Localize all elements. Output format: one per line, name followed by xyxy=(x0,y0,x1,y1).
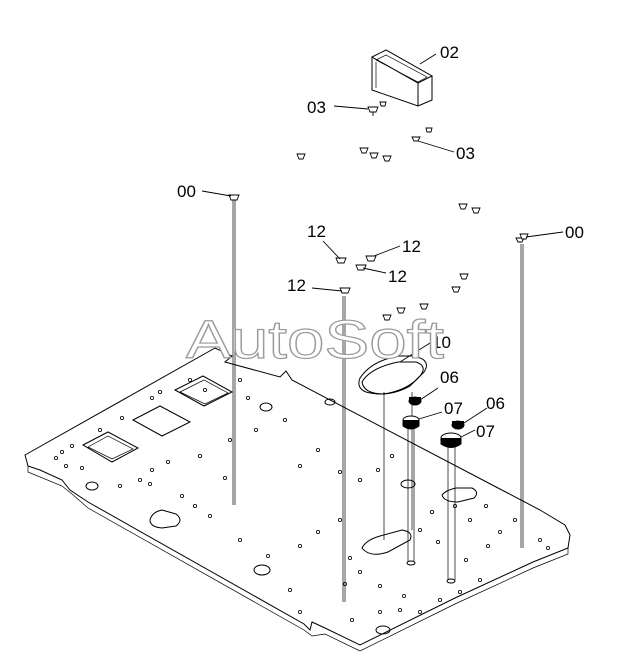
fasteners xyxy=(228,101,529,321)
washer-part-07-mid xyxy=(402,415,420,430)
plate-hole xyxy=(259,402,273,412)
callout-03-left: 03 xyxy=(307,98,326,117)
plate-hole xyxy=(324,398,336,406)
callout-00-left: 00 xyxy=(177,182,196,201)
watermark: AutoSoft xyxy=(186,310,444,370)
callout-06-right: 06 xyxy=(486,394,505,413)
rod-center xyxy=(342,296,346,602)
washer-part-07-right xyxy=(440,432,462,448)
leader-lines xyxy=(201,53,564,438)
box-part-02 xyxy=(370,49,434,107)
plate-slot-3 xyxy=(441,487,478,503)
callout-06-upper: 06 xyxy=(440,368,459,387)
floor-plate xyxy=(24,347,571,652)
plate-slot-1 xyxy=(149,509,181,529)
bolt-rod-07-mid xyxy=(406,428,416,566)
plate-hole xyxy=(253,564,271,576)
callout-12-left: 12 xyxy=(287,276,306,295)
pad-part-10 xyxy=(358,355,427,395)
callout-12-mid-right: 12 xyxy=(402,237,421,256)
callout-12-lower-right: 12 xyxy=(388,267,407,286)
rod-left xyxy=(232,200,236,505)
callout-12-top: 12 xyxy=(307,222,326,241)
plate-slot-2 xyxy=(361,529,412,555)
callout-07-mid: 07 xyxy=(444,399,463,418)
plate-bolt-holes xyxy=(54,377,551,623)
plate-10-stem xyxy=(383,392,413,540)
cap-part-06-right xyxy=(451,420,465,430)
plate-cutout-2 xyxy=(131,405,192,437)
bolt-rod-07-right xyxy=(446,446,456,584)
callout-00-right: 00 xyxy=(565,223,584,242)
rod-right xyxy=(520,244,524,548)
plate-cutout-3 xyxy=(81,431,140,463)
plate-hole xyxy=(85,481,99,491)
callout-03-right: 03 xyxy=(456,144,475,163)
plate-cutout-1 xyxy=(173,375,234,407)
cap-part-06-upper xyxy=(408,396,422,406)
callout-07-right: 07 xyxy=(476,422,495,441)
callout-02: 02 xyxy=(440,43,459,62)
plate-hole xyxy=(375,625,391,635)
callout-10: 10 xyxy=(432,333,451,352)
